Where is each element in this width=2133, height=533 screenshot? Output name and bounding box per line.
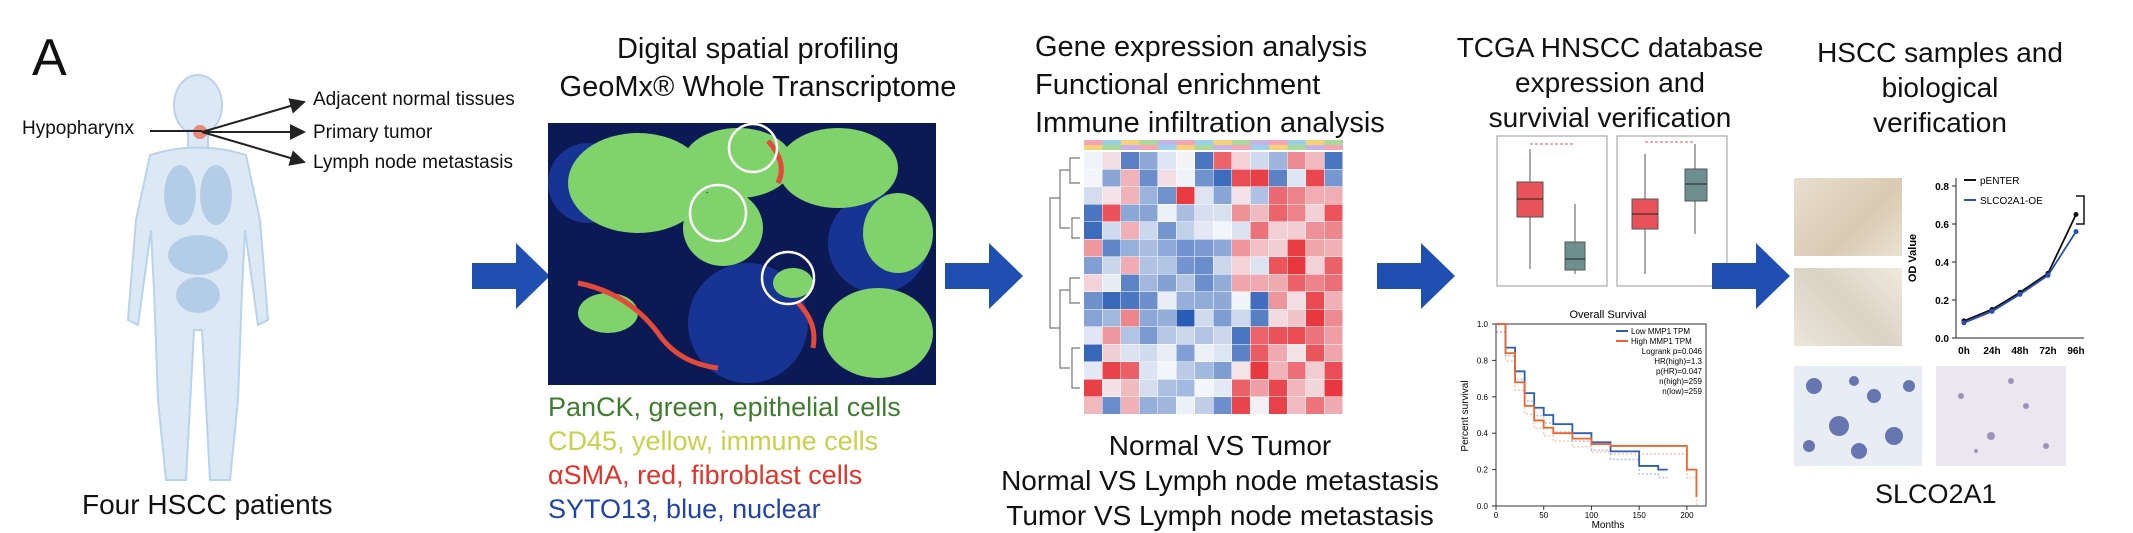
km-ci-band — [1496, 331, 1698, 505]
transwell-image-2 — [1936, 366, 2066, 466]
od-data-point — [2073, 229, 2079, 235]
od-ytick-label: 0.2 — [1935, 296, 1949, 307]
km-stat-nhigh: n(high)=259 — [1659, 377, 1702, 386]
sample-lymph-node-metastasis: Lymph node metastasis — [313, 152, 513, 173]
verify-title-line-1: HSCC samples and — [1817, 37, 2063, 68]
tcga-boxplots — [1496, 135, 1728, 287]
legend-cd45: CD45, yellow, immune cells — [548, 426, 879, 456]
tcga-title-line-1: TCGA HNSCC database — [1456, 32, 1764, 63]
dsp-title-line-1: Digital spatial profiling — [616, 33, 900, 65]
km-xtick-label: 50 — [1539, 511, 1548, 520]
ihc-image-2 — [1794, 268, 1902, 346]
od-legend: pENTER SLCO2A1-OE — [1964, 176, 2043, 207]
km-legend-high: High MMP1 TPM — [1631, 337, 1692, 346]
flow-arrow-2 — [945, 243, 1023, 309]
analysis-title-line-3: Immune infiltration analysis — [1035, 107, 1385, 139]
km-survival-chart: Overall Survival Percent survival Months… — [1460, 309, 1707, 531]
od-ytick-label: 0.4 — [1935, 258, 1949, 269]
km-stat-hr: HR(high)=1.3 — [1654, 357, 1702, 366]
comparison-1: Normal VS Tumor — [1108, 430, 1332, 461]
legend-asma: αSMA, red, fibroblast cells — [548, 460, 863, 490]
legend-syto13: SYTO13, blue, nuclear — [548, 494, 821, 524]
verify-title-line-3: verification — [1873, 107, 2007, 138]
od-xtick-label: 72h — [2039, 346, 2056, 357]
km-ytick-label: 0.0 — [1477, 502, 1489, 511]
sample-adjacent-normal: Adjacent normal tissues — [313, 89, 515, 110]
km-xlabel: Months — [1592, 520, 1625, 531]
heatmap-dendrogram — [1049, 157, 1080, 389]
ihc-image-1 — [1794, 178, 1902, 256]
od-xtick-label: 48h — [2011, 346, 2028, 357]
km-legend: Low MMP1 TPM High MMP1 TPM Logrank p=0.0… — [1616, 327, 1703, 396]
km-ytick-label: 0.4 — [1477, 429, 1489, 438]
od-ytick-label: 0.0 — [1935, 334, 1949, 345]
km-stat-phr: p(HR)=0.047 — [1656, 367, 1703, 376]
significance-bracket — [2076, 195, 2085, 225]
km-ytick-label: 1.0 — [1477, 320, 1489, 329]
flow-arrow-4 — [1712, 243, 1790, 309]
od-xtick-label: 96h — [2067, 346, 2084, 357]
od-legend-penter: pENTER — [1980, 176, 2019, 187]
km-stat-nlow: n(low)=259 — [1662, 387, 1702, 396]
km-ytick-label: 0.6 — [1477, 393, 1489, 402]
od-series-line — [1963, 231, 2077, 324]
km-xtick-label: 200 — [1680, 511, 1694, 520]
km-ytick-label: 0.8 — [1477, 356, 1489, 365]
od-ytick-label: 0.8 — [1935, 182, 1949, 193]
od-data-point — [1961, 320, 1967, 326]
heatmap-column-annotation — [1084, 140, 1343, 150]
km-legend-low: Low MMP1 TPM — [1631, 327, 1690, 336]
od-xtick-label: 24h — [1983, 346, 2000, 357]
comparison-2: Normal VS Lymph node metastasis — [1001, 465, 1439, 496]
panel-letter: A — [32, 29, 67, 87]
km-xtick-label: 0 — [1494, 511, 1499, 520]
slco2a1-caption: SLCO2A1 — [1875, 479, 1997, 509]
tcga-title-line-3: survivial verification — [1488, 102, 1732, 133]
od-ylabel: OD Value — [1907, 234, 1919, 282]
analysis-title-line-2: Functional enrichment — [1035, 69, 1321, 101]
heatmap — [1049, 140, 1343, 414]
od-series-line — [1963, 214, 2077, 322]
km-xtick-label: 150 — [1633, 511, 1647, 520]
sample-primary-tumor: Primary tumor — [313, 122, 433, 143]
patients-caption: Four HSCC patients — [82, 489, 333, 520]
flow-arrow-1 — [472, 243, 550, 309]
comparison-3: Tumor VS Lymph node metastasis — [1006, 500, 1434, 531]
od-data-point — [2045, 272, 2051, 278]
sample-arrows — [201, 98, 306, 166]
od-legend-oe: SLCO2A1-OE — [1980, 196, 2043, 207]
od-data-point — [2073, 212, 2079, 217]
dsp-title-line-2: GeoMx® Whole Transcriptome — [559, 71, 957, 103]
km-xtick-label: 100 — [1585, 511, 1599, 520]
dsp-tissue-image — [548, 123, 936, 385]
flow-arrow-3 — [1377, 243, 1455, 309]
od-ytick-label: 0.6 — [1935, 220, 1949, 231]
od-data-point — [2017, 291, 2023, 297]
km-title: Overall Survival — [1569, 309, 1646, 321]
hypopharynx-pointer — [150, 130, 202, 132]
km-ytick-label: 0.2 — [1477, 466, 1489, 475]
legend-panck: PanCK, green, epithelial cells — [548, 392, 901, 422]
km-stat-logrank: Logrank p=0.046 — [1642, 347, 1703, 356]
analysis-title-line-1: Gene expression analysis — [1035, 31, 1368, 63]
heatmap-cells — [1084, 152, 1343, 414]
od-data-point — [1989, 308, 1995, 314]
km-series-line — [1496, 323, 1698, 497]
transwell-image-1 — [1794, 366, 1922, 466]
human-body-illustration — [126, 74, 270, 481]
km-ylabel: Percent survival — [1460, 380, 1471, 451]
verify-title-line-2: biological — [1881, 72, 1999, 103]
tcga-title-line-2: expression and — [1515, 67, 1705, 98]
hypopharynx-label: Hypopharynx — [22, 118, 134, 139]
od-xtick-label: 0h — [1958, 346, 1970, 357]
